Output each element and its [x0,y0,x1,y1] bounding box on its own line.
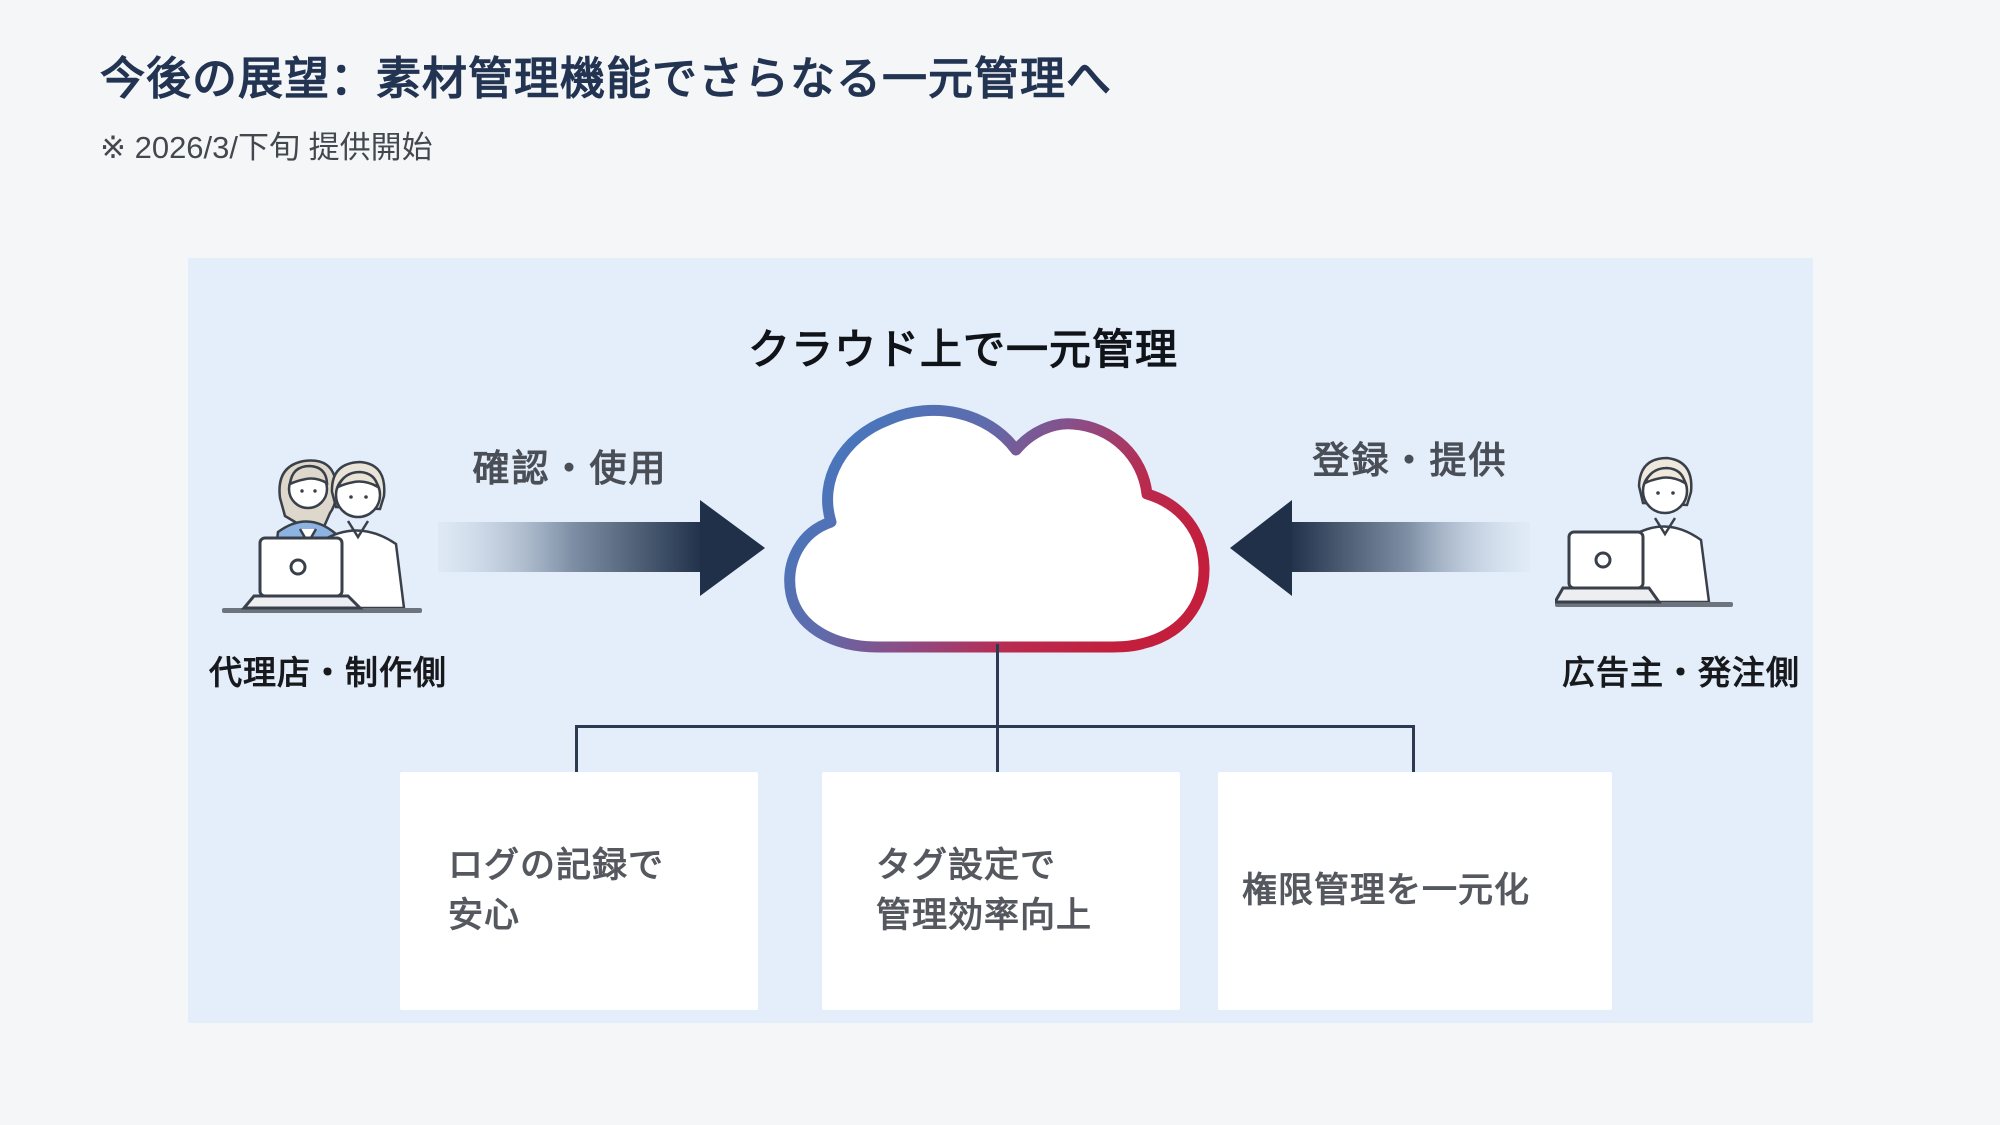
benefit-box-permission-line1: 権限管理を一元化 [1242,871,1531,911]
connector-branch-bar [575,725,1415,728]
advertiser-label: 広告主・発注側 [1562,654,1800,691]
connector-drop-right [1412,725,1415,774]
diagram-panel: クラウド上で一元管理 [188,258,1813,1023]
left-arrow-label: 確認・使用 [472,448,668,489]
advertiser-illustration [1555,456,1733,607]
benefit-box-log-line1: ログの記録で [448,846,665,886]
benefit-box-log-line2: 安心 [448,896,521,935]
agency-illustration [222,459,422,613]
benefit-box-permission: 権限管理を一元化 [1218,772,1612,1010]
arrow-left-icon [1230,500,1530,596]
right-arrow-label: 登録・提供 [1312,440,1508,481]
release-note: ※ 2026/3/下旬 提供開始 [100,130,433,165]
connector-cloud-stem [996,644,999,774]
benefit-box-tag: タグ設定で 管理効率向上 [822,772,1180,1010]
connector-drop-left [575,725,578,774]
agency-label: 代理店・制作側 [209,654,447,691]
diagram-heading: クラウド上で一元管理 [747,326,1178,373]
arrow-right-icon [438,500,765,596]
benefit-box-log: ログの記録で 安心 [400,772,758,1010]
page-title: 今後の展望：素材管理機能でさらなる一元管理へ [100,53,1113,104]
benefit-box-tag-line1: タグ設定で [876,846,1057,886]
benefit-box-tag-line2: 管理効率向上 [876,896,1093,935]
cloud-icon [784,404,1210,653]
